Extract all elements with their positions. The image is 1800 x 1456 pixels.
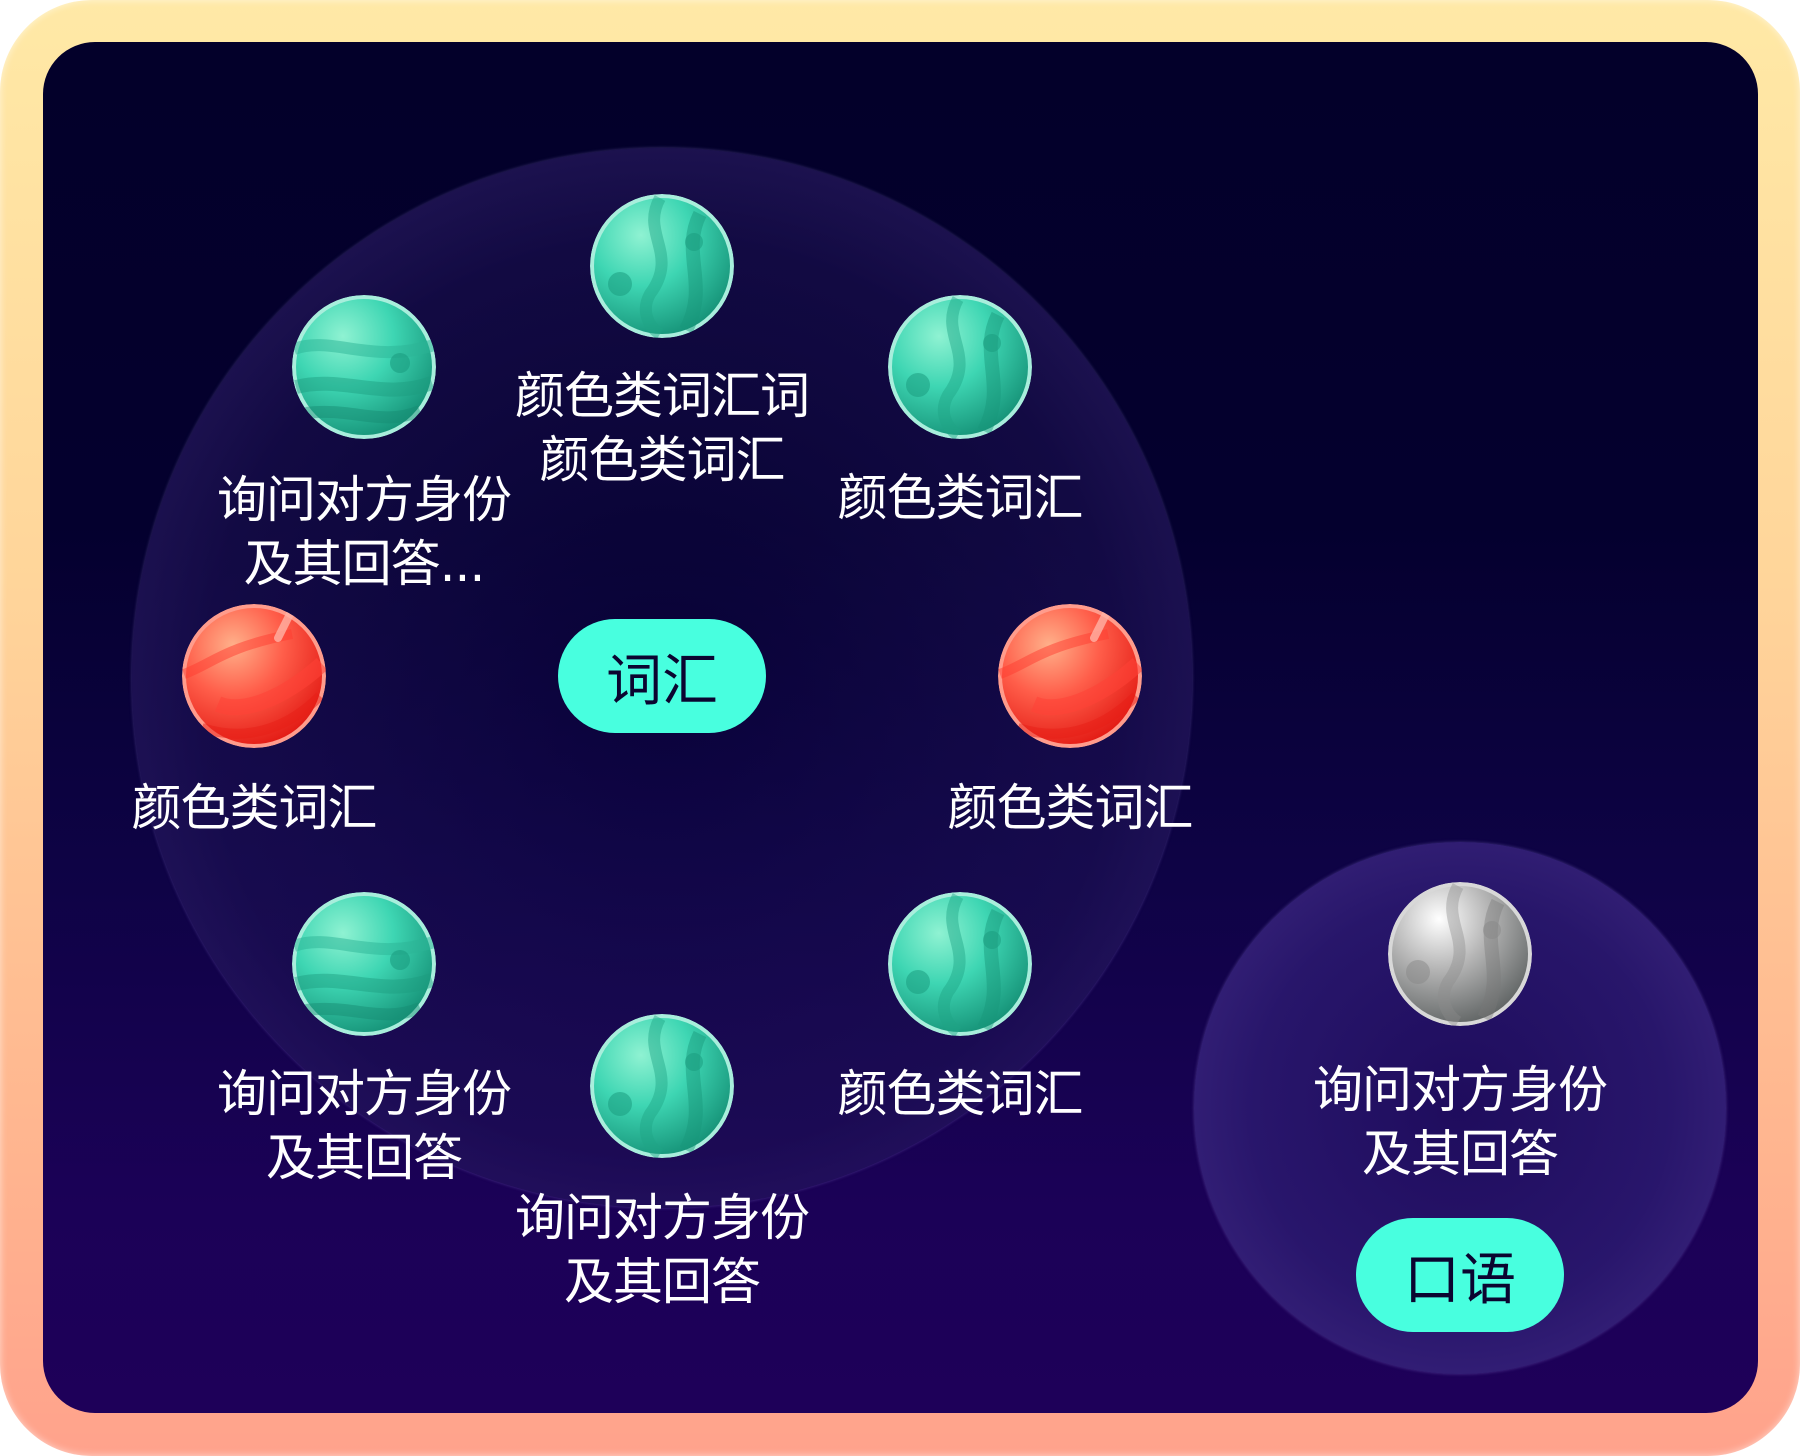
category-label: 口语 — [1404, 1247, 1516, 1313]
node-label: 颜色类词汇 — [837, 1065, 1084, 1123]
node-label: 询问对方身份 及其回答... — [217, 471, 512, 593]
green-planet-icon[interactable] — [292, 295, 436, 439]
node-label: 颜色类词汇 — [131, 779, 378, 837]
green-planet-icon[interactable] — [590, 1014, 734, 1158]
green-planet-icon[interactable] — [888, 295, 1032, 439]
category-label: 词汇 — [606, 648, 718, 714]
node-label: 颜色类词汇词 颜色类词汇 — [515, 367, 810, 489]
node-label: 颜色类词汇 — [837, 469, 1084, 527]
speaking-category-button[interactable]: 口语 — [1356, 1218, 1564, 1332]
skill-map-board: 颜色类词汇词 颜色类词汇 颜色类词汇 颜色类词汇 颜色类词汇 询问对方身份 — [43, 42, 1758, 1413]
vocabulary-category-button[interactable]: 词汇 — [558, 619, 766, 733]
green-planet-icon[interactable] — [888, 892, 1032, 1036]
red-planet-icon[interactable] — [998, 604, 1142, 748]
node-label: 询问对方身份 及其回答 — [217, 1065, 512, 1187]
green-planet-icon[interactable] — [292, 892, 436, 1036]
green-planet-icon[interactable] — [590, 194, 734, 338]
node-label: 询问对方身份 及其回答 — [1313, 1061, 1608, 1183]
node-label: 颜色类词汇 — [947, 779, 1194, 837]
grey-locked-planet-icon[interactable] — [1388, 882, 1532, 1026]
node-label: 询问对方身份 及其回答 — [515, 1189, 810, 1311]
red-planet-icon[interactable] — [182, 604, 326, 748]
